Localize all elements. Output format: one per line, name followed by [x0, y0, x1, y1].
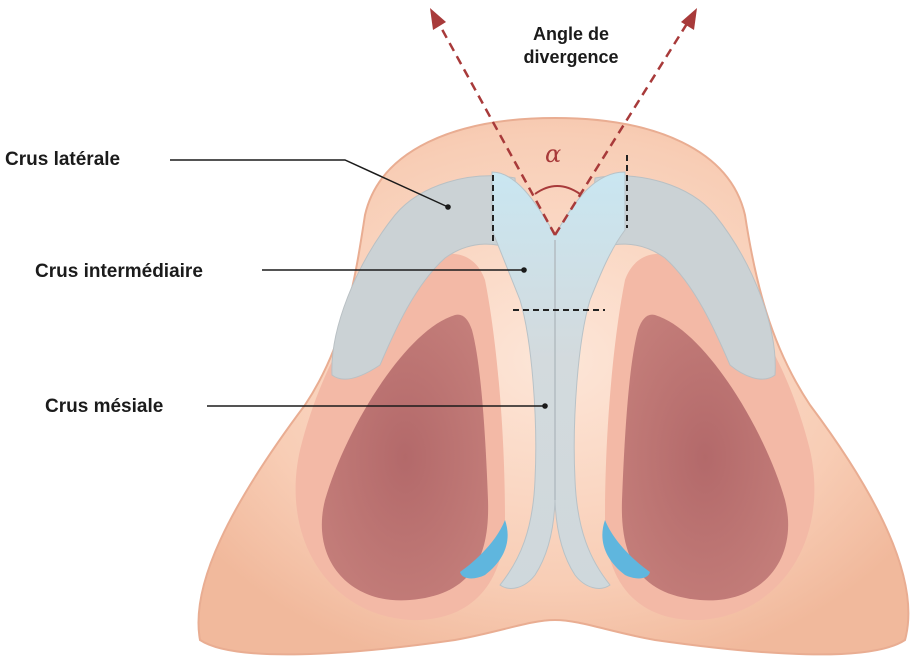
pointer-dot-crus-laterale: [445, 204, 451, 210]
angle-title-line1: Angle de: [533, 24, 609, 44]
left-arrowhead: [430, 8, 446, 30]
label-crus-laterale: Crus latérale: [5, 149, 120, 170]
pointer-dot-crus-mesiale: [542, 403, 548, 409]
label-crus-intermediaire: Crus intermédiaire: [35, 261, 203, 282]
label-crus-mesiale: Crus mésiale: [45, 396, 163, 417]
angle-title-line2: divergence: [523, 47, 618, 67]
right-arrowhead: [681, 8, 697, 30]
angle-alpha-symbol: α: [545, 140, 561, 168]
pointer-dot-crus-intermediaire: [521, 267, 527, 273]
